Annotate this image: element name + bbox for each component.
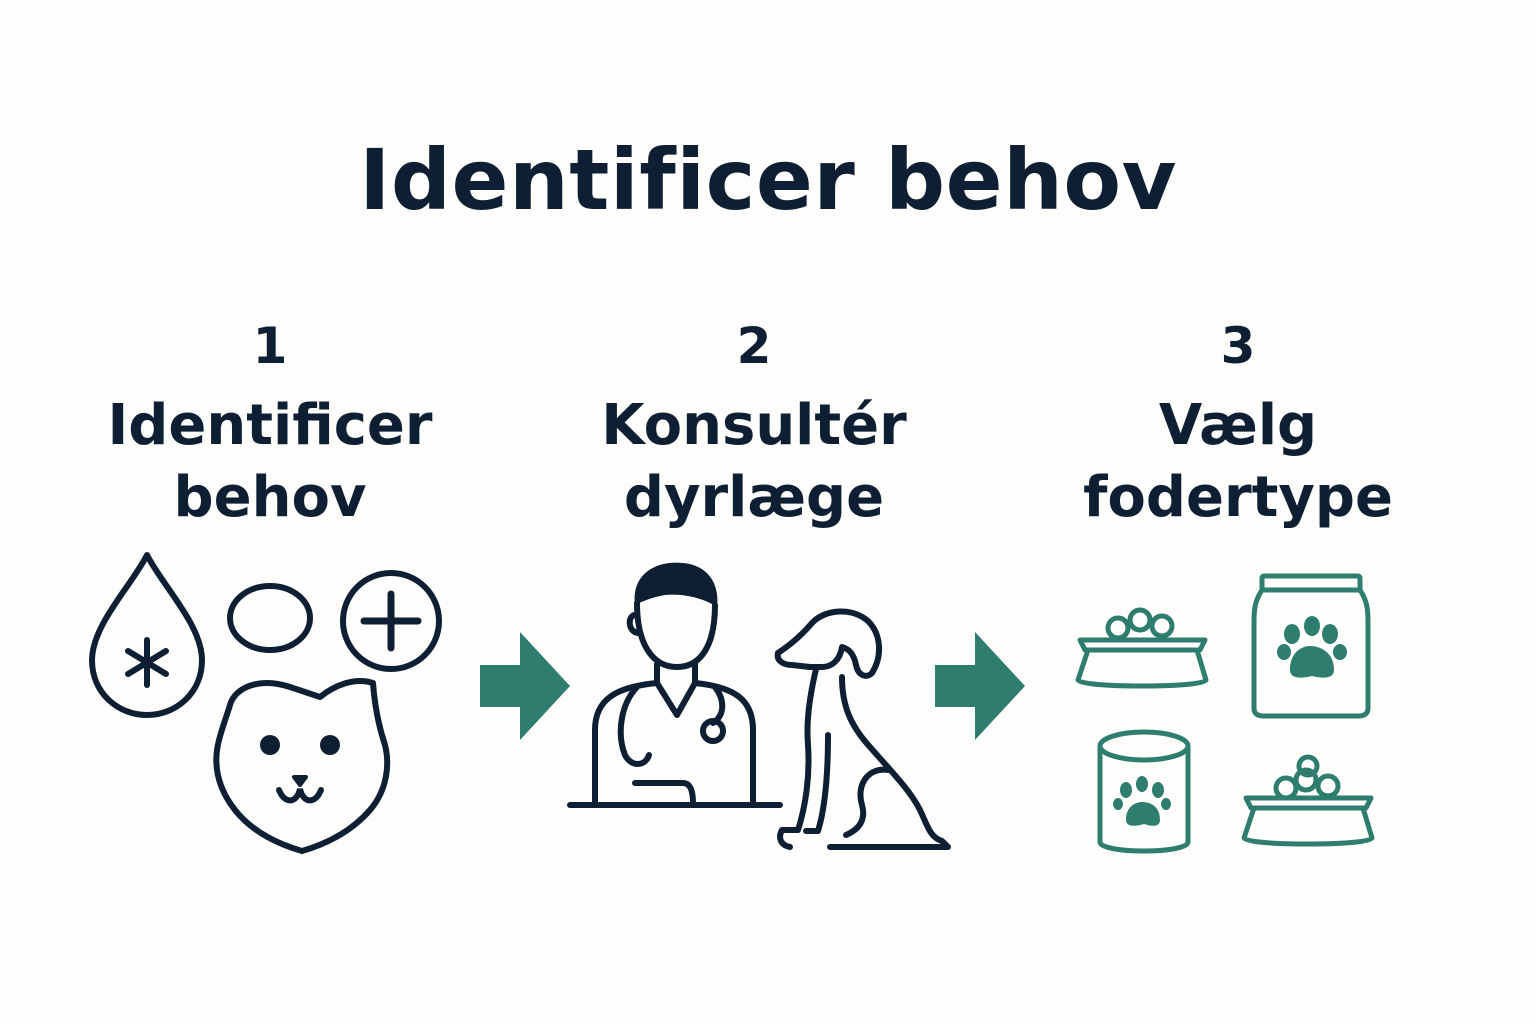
step-3-number: 3	[1220, 317, 1256, 375]
diagram-title: Identificer behov	[359, 131, 1177, 229]
cat-face-icon	[213, 677, 391, 854]
step-1-label-line1: Identificer	[107, 393, 433, 458]
food-bowl-icon	[1241, 754, 1375, 847]
step-2: 2 Konsultér dyrlæge	[524, 318, 984, 534]
arrow-right-icon	[480, 632, 570, 740]
dog-icon	[774, 608, 951, 850]
step-3: 3 Vælg fodertype	[1008, 318, 1468, 534]
step-2-number: 2	[736, 317, 772, 375]
veterinarian-icon	[567, 562, 783, 808]
step-1-label-line2: behov	[173, 465, 367, 530]
circle-icon	[227, 583, 313, 653]
food-can-icon	[1097, 729, 1191, 854]
step-2-label-line2: dyrlæge	[623, 465, 885, 530]
step-2-label-line1: Konsultér	[601, 393, 907, 458]
plus-circle-icon	[340, 570, 442, 672]
step-1-number: 1	[252, 317, 288, 375]
drop-asterisk-icon	[89, 552, 205, 718]
step-1: 1 Identificer behov	[40, 318, 500, 534]
arrow-right-icon	[935, 632, 1025, 740]
food-bowl-icon	[1075, 607, 1209, 689]
step-3-label-line2: fodertype	[1083, 465, 1393, 530]
food-bag-icon	[1251, 573, 1371, 719]
step-3-label-line1: Vælg	[1158, 393, 1318, 458]
